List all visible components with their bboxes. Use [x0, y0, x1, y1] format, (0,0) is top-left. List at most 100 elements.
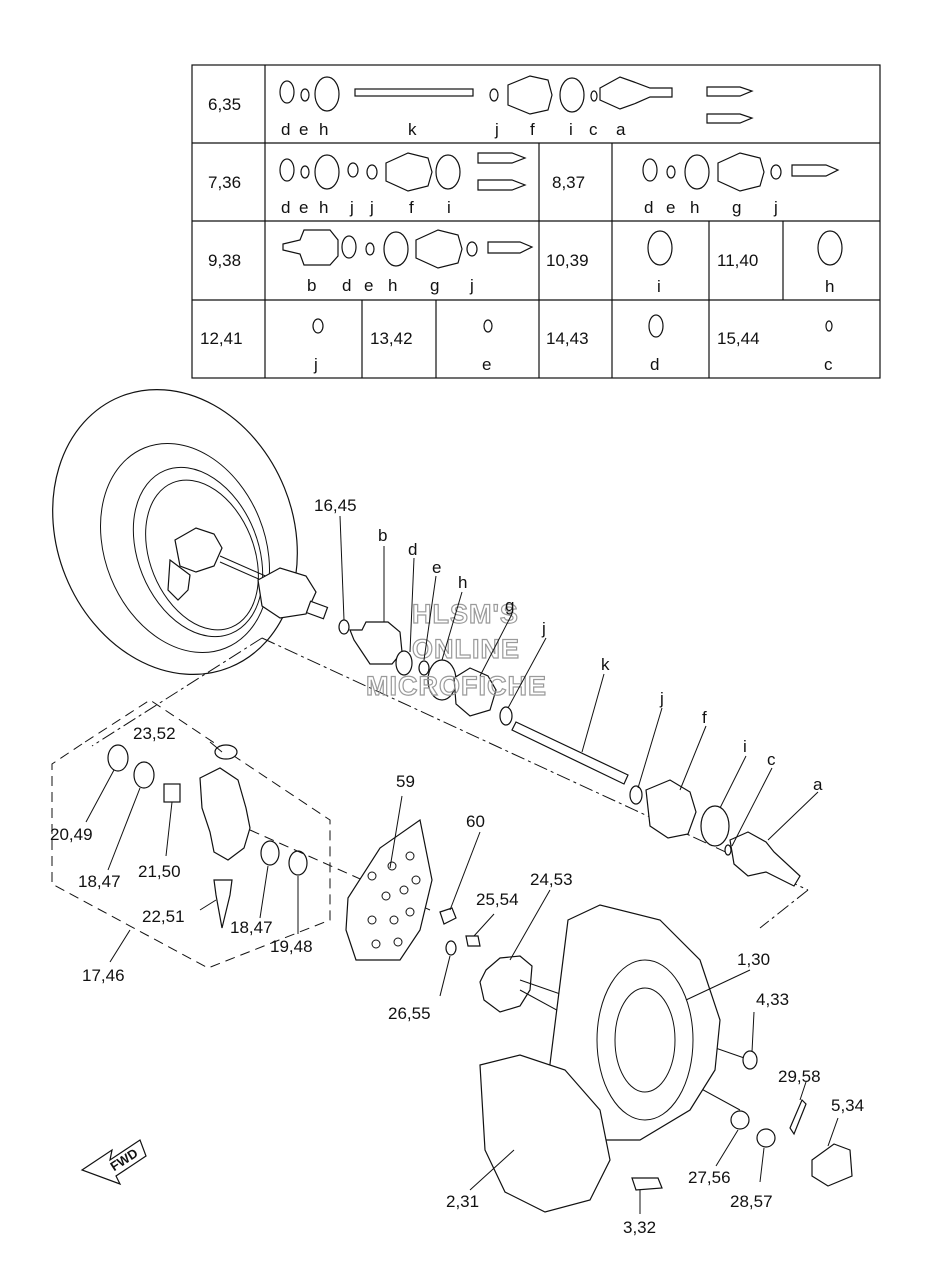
row1-part-icons — [279, 75, 754, 124]
callout-59: 59 — [396, 772, 415, 791]
callout-25-54: 25,54 — [476, 890, 519, 909]
svg-text:MICROFICHE: MICROFICHE — [366, 671, 547, 701]
callout-26-55: 26,55 — [388, 1004, 431, 1023]
callout-f: f — [702, 708, 707, 727]
callout-k: k — [601, 655, 610, 674]
part-letter: c — [824, 355, 833, 374]
part-letter: d — [650, 355, 659, 374]
row-number: 12,41 — [200, 329, 243, 348]
knuckle-group — [51, 699, 431, 969]
row-number: 14,43 — [546, 329, 589, 348]
callout-20-49: 20,49 — [50, 825, 93, 844]
callout-d: d — [408, 540, 417, 559]
callout-2-31: 2,31 — [446, 1192, 479, 1211]
part-letter: e — [299, 198, 308, 217]
part-letter: k — [408, 120, 417, 139]
ring-icon — [648, 314, 664, 338]
left-wheel-assembly — [52, 388, 329, 676]
fwd-arrow-icon: FWD — [80, 1139, 147, 1186]
svg-text:HLSM'S: HLSM'S — [412, 599, 519, 629]
callout-28-57: 28,57 — [730, 1192, 773, 1211]
callout-i: i — [743, 737, 747, 756]
row-number: 13,42 — [370, 329, 413, 348]
part-letter: j — [369, 198, 374, 217]
callout-18-47: 18,47 — [78, 872, 121, 891]
part-letter: h — [319, 120, 328, 139]
part-letter: i — [447, 198, 451, 217]
row-number: 11,40 — [717, 251, 758, 270]
callout-3-32: 3,32 — [623, 1218, 656, 1237]
part-letter: g — [732, 198, 741, 217]
row2b-part-icons — [642, 152, 840, 192]
brake-disc — [345, 818, 457, 961]
part-letter: f — [409, 198, 414, 217]
row3-part-icons — [282, 229, 534, 269]
part-letter: e — [299, 120, 308, 139]
clamp-icon — [647, 230, 673, 266]
part-letter: j — [349, 198, 354, 217]
part-letter: j — [494, 120, 499, 139]
callout-e: e — [432, 558, 441, 577]
part-letter: j — [313, 355, 318, 374]
callout-j: j — [541, 619, 546, 638]
callout-19-48: 19,48 — [270, 937, 313, 956]
clip-icon — [312, 318, 324, 334]
callout-a: a — [813, 775, 823, 794]
callout-21-50: 21,50 — [138, 862, 181, 881]
leader-lines — [85, 515, 839, 1214]
part-letter: e — [364, 276, 373, 295]
part-letter: d — [281, 198, 290, 217]
part-letter: h — [319, 198, 328, 217]
part-letter: c — [589, 120, 598, 139]
callout-h: h — [458, 573, 467, 592]
part-letter: h — [388, 276, 397, 295]
part-letter: e — [666, 198, 675, 217]
row-number: 10,39 — [546, 251, 589, 270]
callout-labels: 16,45 b d e h g j k j f i c a 23,52 59 6… — [50, 496, 864, 1237]
part-letter: i — [569, 120, 573, 139]
part-letter: i — [657, 277, 661, 296]
callout-1-30: 1,30 — [737, 950, 770, 969]
circlip-icon — [825, 320, 833, 332]
reference-table: 6,35 7,36 8,37 9,38 10,39 11,40 12,41 13… — [191, 64, 881, 379]
callout-17-46: 17,46 — [82, 966, 125, 985]
part-letter: h — [825, 277, 834, 296]
part-letter: a — [616, 120, 626, 139]
callout-22-51: 22,51 — [142, 907, 185, 926]
callout-5-34: 5,34 — [831, 1096, 864, 1115]
clamp-icon — [817, 230, 843, 266]
part-letter: b — [307, 276, 316, 295]
callout-29-58: 29,58 — [778, 1067, 821, 1086]
right-wheel-assembly — [479, 904, 853, 1213]
part-letter: j — [773, 198, 778, 217]
part-letter: d — [644, 198, 653, 217]
svg-text:ONLINE: ONLINE — [412, 634, 520, 664]
driveshaft-components — [338, 619, 801, 887]
callout-23-52: 23,52 — [133, 724, 176, 743]
callout-4-33: 4,33 — [756, 990, 789, 1009]
part-letter: e — [482, 355, 491, 374]
row-number: 6,35 — [208, 95, 241, 114]
callout-c: c — [767, 750, 776, 769]
row2-part-icons — [279, 152, 527, 192]
callout-b: b — [378, 526, 387, 545]
part-letter: f — [530, 120, 535, 139]
row-number: 15,44 — [717, 329, 760, 348]
callout-g: g — [505, 596, 514, 615]
part-letter: g — [430, 276, 439, 295]
part-letter: j — [469, 276, 474, 295]
callout-27-56: 27,56 — [688, 1168, 731, 1187]
callout-j: j — [659, 689, 664, 708]
washer-icon — [483, 319, 493, 333]
part-letter: h — [690, 198, 699, 217]
row-number: 9,38 — [208, 251, 241, 270]
row-number: 7,36 — [208, 173, 241, 192]
part-letter: d — [342, 276, 351, 295]
part-letter: d — [281, 120, 290, 139]
callout-24-53: 24,53 — [530, 870, 573, 889]
callout-18-47: 18,47 — [230, 918, 273, 937]
callout-60: 60 — [466, 812, 485, 831]
callout-16-45: 16,45 — [314, 496, 357, 515]
row-number: 8,37 — [552, 173, 585, 192]
